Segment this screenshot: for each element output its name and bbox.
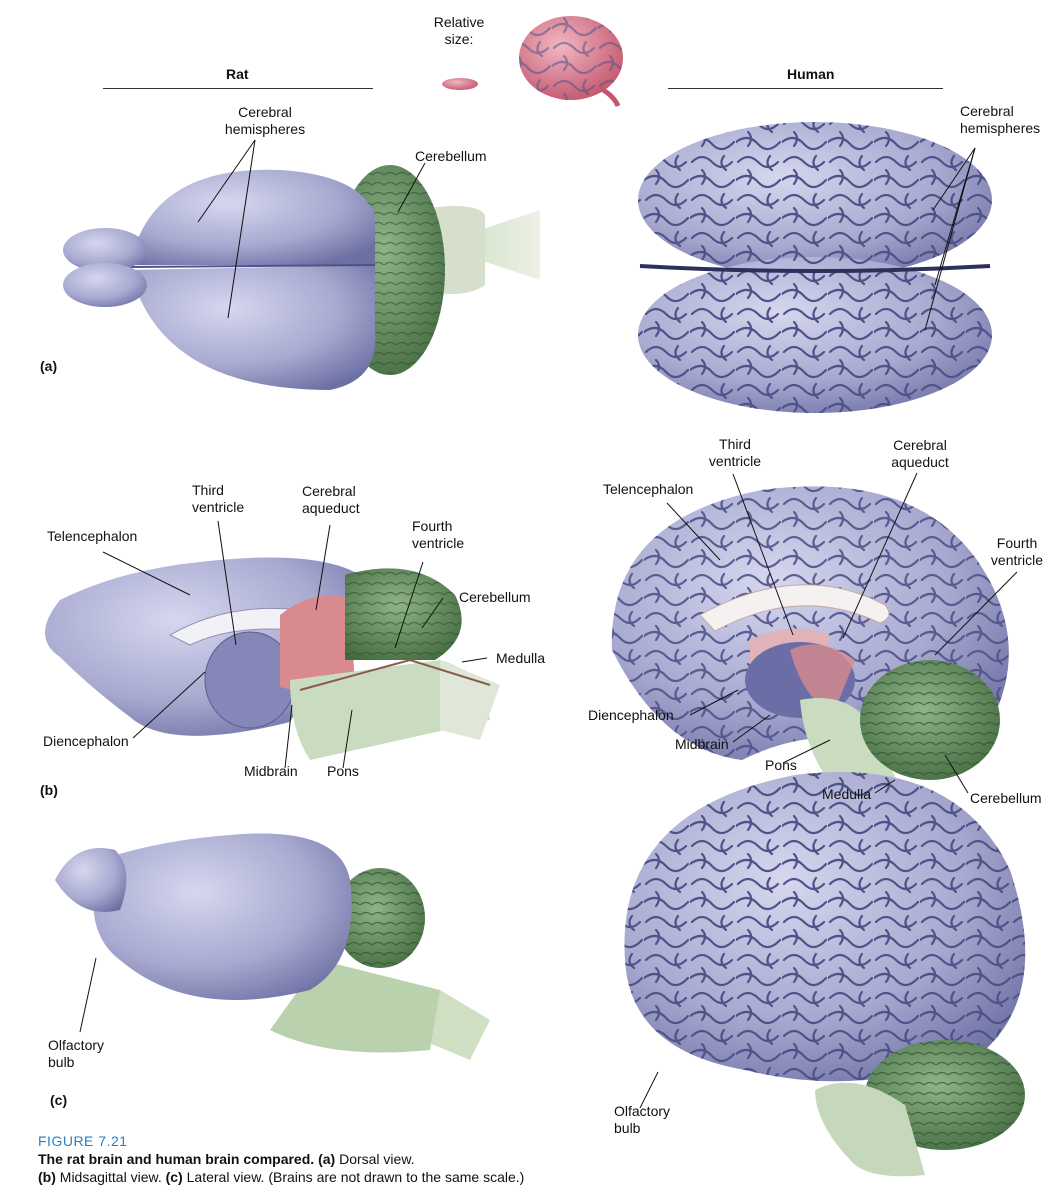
caption-title: The rat brain and human brain compared. (38, 1151, 314, 1167)
figure-number: FIGURE 7.21 (38, 1133, 128, 1149)
label-a-human-cerebral-hemispheres: Cerebral hemispheres (960, 103, 1040, 137)
label-b-human-cerebral-aqueduct: Cerebral aqueduct (880, 437, 960, 471)
label-b-rat-medulla: Medulla (496, 650, 545, 667)
human-dorsal-view (638, 122, 992, 413)
label-b-human-fourth-ventricle: Fourth ventricle (985, 535, 1049, 569)
label-b-human-pons: Pons (765, 757, 797, 774)
human-column-header: Human (787, 66, 834, 82)
relative-size-human-brain (519, 16, 623, 106)
label-b-rat-telencephalon: Telencephalon (47, 528, 137, 545)
panel-c-label: (c) (50, 1092, 67, 1108)
rat-lateral-view (55, 833, 490, 1060)
panel-a-label: (a) (40, 358, 57, 374)
caption-text-a: Dorsal view. (335, 1151, 414, 1167)
panel-b-label: (b) (40, 782, 58, 798)
label-a-rat-cerebral-hemispheres: Cerebral hemispheres (215, 104, 315, 138)
label-b-rat-third-ventricle: Third ventricle (192, 482, 244, 516)
caption-text-b: Midsagittal view. (56, 1169, 166, 1185)
label-b-rat-cerebral-aqueduct: Cerebral aqueduct (302, 483, 360, 517)
caption-tag-a: (a) (318, 1151, 335, 1167)
label-b-human-medulla: Medulla (822, 786, 871, 803)
label-b-rat-cerebellum: Cerebellum (459, 589, 531, 606)
label-b-rat-pons: Pons (327, 763, 359, 780)
label-c-human-olfactory-bulb: Olfactory bulb (614, 1103, 670, 1137)
label-b-human-cerebellum: Cerebellum (970, 790, 1042, 807)
human-lateral-view (624, 772, 1025, 1176)
label-b-human-diencephalon: Diencephalon (588, 707, 674, 724)
rat-dorsal-view (63, 165, 540, 390)
label-b-rat-midbrain: Midbrain (244, 763, 298, 780)
rat-midsagittal-view (45, 558, 500, 761)
label-c-rat-olfactory-bulb: Olfactory bulb (48, 1037, 104, 1071)
label-b-human-telencephalon: Telencephalon (603, 481, 693, 498)
caption-tag-c: (c) (166, 1169, 183, 1185)
relative-size-label: Relative size: (417, 14, 501, 48)
label-b-human-midbrain: Midbrain (675, 736, 729, 753)
label-a-rat-cerebellum: Cerebellum (415, 148, 487, 165)
relative-size-rat-brain (442, 78, 478, 90)
figure-caption-line-2: (b) Midsagittal view. (c) Lateral view. … (38, 1168, 524, 1186)
human-header-rule (668, 88, 943, 89)
label-b-human-third-ventricle: Third ventricle (700, 436, 770, 470)
caption-text-c: Lateral view. (Brains are not drawn to t… (183, 1169, 525, 1185)
figure-caption-line-1: The rat brain and human brain compared. … (38, 1150, 415, 1168)
caption-tag-b: (b) (38, 1169, 56, 1185)
rat-column-header: Rat (226, 66, 249, 82)
label-b-rat-fourth-ventricle: Fourth ventricle (412, 518, 464, 552)
rat-header-rule (103, 88, 373, 89)
label-b-rat-diencephalon: Diencephalon (43, 733, 129, 750)
